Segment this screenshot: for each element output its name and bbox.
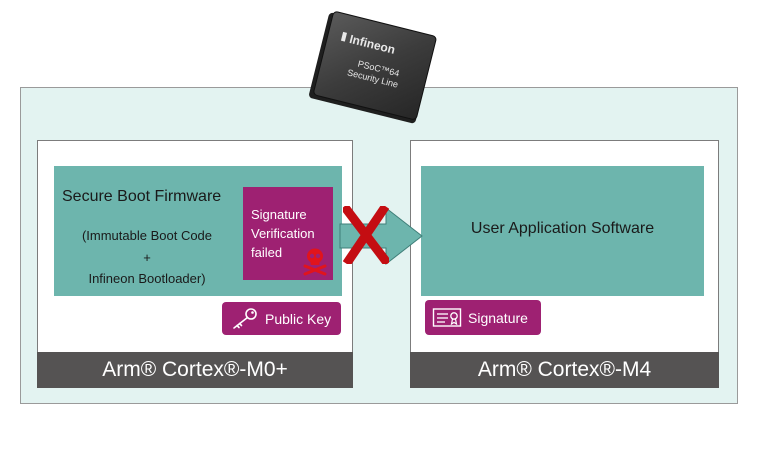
cross-icon xyxy=(343,206,389,264)
cortex-m4-label: Arm® Cortex®-M4 xyxy=(477,358,652,381)
signature-label: Signature xyxy=(468,309,528,326)
verification-label-line3: failed xyxy=(251,245,283,260)
verification-label-line2: Verification xyxy=(251,226,315,241)
firmware-title: Secure Boot Firmware xyxy=(62,188,222,205)
public-key-badge: Public Key xyxy=(222,302,341,335)
cortex-m4-label-bar: Arm® Cortex®-M4 xyxy=(410,352,719,388)
cortex-m0-label: Arm® Cortex®-M0+ xyxy=(102,358,288,381)
firmware-desc-line1: (Immutable Boot Code xyxy=(81,228,213,243)
public-key-label: Public Key xyxy=(265,310,332,327)
firmware-desc-plus: + xyxy=(143,250,151,265)
firmware-desc-line2: Infineon Bootloader) xyxy=(88,271,206,286)
verification-label-line1: Signature xyxy=(251,207,307,222)
cortex-m0-label-bar: Arm® Cortex®-M0+ xyxy=(37,352,353,388)
key-icon xyxy=(233,307,257,329)
user-application-block xyxy=(421,166,704,296)
skull-icon xyxy=(303,248,327,276)
certificate-icon xyxy=(432,307,462,327)
psoc64-chip-image: Infineon PSoC™64 Security Line xyxy=(309,11,437,124)
arrow-icon xyxy=(339,206,423,266)
app-title: User Application Software xyxy=(470,220,655,237)
signature-badge: Signature xyxy=(425,300,541,335)
